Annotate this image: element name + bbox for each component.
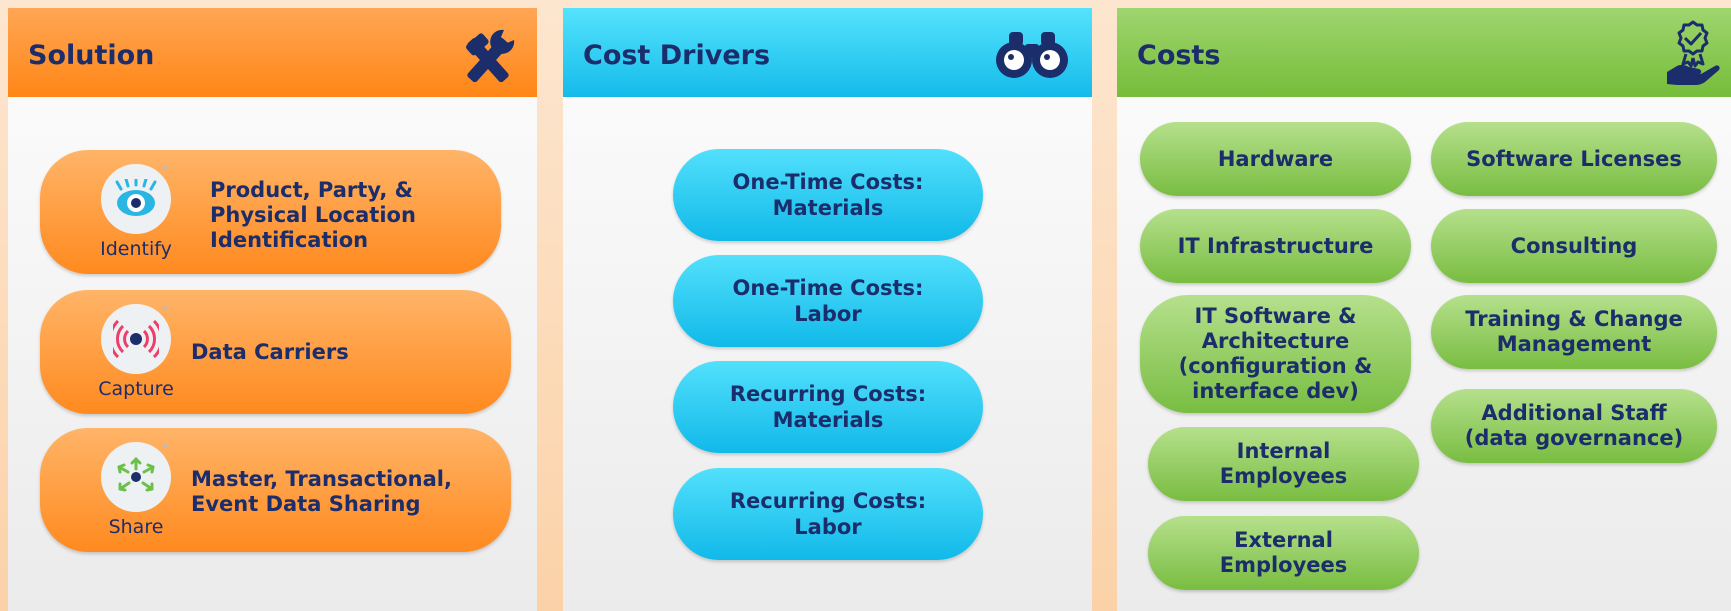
cost-item-label: Software Licenses — [1466, 146, 1682, 171]
cost-item-label: Internal Employees — [1219, 439, 1348, 488]
cost-driver-item: One-Time Costs: Labor — [673, 255, 983, 347]
cost-item-training-change-management: Training & Change Management — [1431, 295, 1717, 369]
cost-item-software-licenses: Software Licenses — [1431, 122, 1717, 196]
cost-item-label: Hardware — [1217, 146, 1334, 171]
share-caption: Share — [108, 516, 164, 538]
solution-item-identify: Identify Product, Party, & Physical Loca… — [40, 150, 501, 274]
share-badge — [101, 442, 171, 512]
cost-drivers-title: Cost Drivers — [583, 40, 771, 71]
cost-item-label: Training & Change Management — [1465, 307, 1683, 356]
eye-icon — [115, 179, 157, 216]
hand-award-icon — [1667, 20, 1720, 85]
share-arrows-icon — [117, 457, 155, 492]
capture-badge — [101, 304, 171, 374]
solution-title: Solution — [28, 40, 155, 71]
identify-badge — [101, 164, 171, 234]
solution-item-capture: Capture Data Carriers — [40, 290, 511, 414]
signal-target-icon — [113, 319, 159, 359]
share-label: Master, Transactional, Event Data Sharin… — [191, 467, 452, 516]
cost-item-it-software-architecture: IT Software & Architecture (configuratio… — [1140, 295, 1411, 413]
cost-drivers-header: Cost Drivers — [563, 8, 1092, 97]
cost-item-label: IT Software & Architecture (configuratio… — [1178, 304, 1373, 403]
cost-item-hardware: Hardware — [1140, 122, 1411, 196]
cost-driver-item: Recurring Costs: Labor — [673, 468, 983, 560]
capture-label: Data Carriers — [191, 340, 349, 364]
cost-driver-label: One-Time Costs: Labor — [732, 276, 924, 326]
cost-item-consulting: Consulting — [1431, 209, 1717, 283]
cost-item-external-employees: External Employees — [1148, 516, 1419, 590]
identify-badge-dot — [163, 166, 167, 170]
cost-item-label: Consulting — [1510, 233, 1638, 258]
solution-header: Solution — [8, 8, 537, 97]
identify-label: Product, Party, & Physical Location Iden… — [210, 178, 416, 252]
cost-driver-item: Recurring Costs: Materials — [673, 361, 983, 453]
cost-driver-item: One-Time Costs: Materials — [673, 149, 983, 241]
costs-header: Costs — [1117, 8, 1731, 97]
cost-item-label: IT Infrastructure — [1177, 233, 1374, 258]
cost-driver-label: Recurring Costs: Materials — [729, 382, 927, 432]
cost-driver-label: Recurring Costs: Labor — [729, 489, 927, 539]
cost-drivers-panel: Cost Drivers One-Time Costs: Materials O… — [563, 8, 1092, 611]
cost-item-label: Additional Staff (data governance) — [1464, 401, 1684, 450]
cost-item-internal-employees: Internal Employees — [1148, 427, 1419, 501]
cost-item-additional-staff: Additional Staff (data governance) — [1431, 389, 1717, 463]
costs-panel: Costs Hardware IT Infrastructure IT Soft… — [1117, 8, 1731, 611]
tools-icon — [466, 29, 515, 83]
identify-caption: Identify — [100, 238, 172, 260]
capture-badge-dot — [163, 306, 167, 310]
share-badge-dot — [163, 444, 167, 448]
cost-item-label: External Employees — [1219, 528, 1348, 577]
cost-item-it-infrastructure: IT Infrastructure — [1140, 209, 1411, 283]
capture-caption: Capture — [98, 378, 174, 400]
binoculars-icon — [996, 32, 1068, 78]
costs-title: Costs — [1137, 40, 1221, 71]
solution-item-share: Share Master, Transactional, Event Data … — [40, 428, 511, 552]
solution-panel: Solution Identify — [8, 8, 537, 611]
cost-driver-label: One-Time Costs: Materials — [732, 170, 924, 220]
